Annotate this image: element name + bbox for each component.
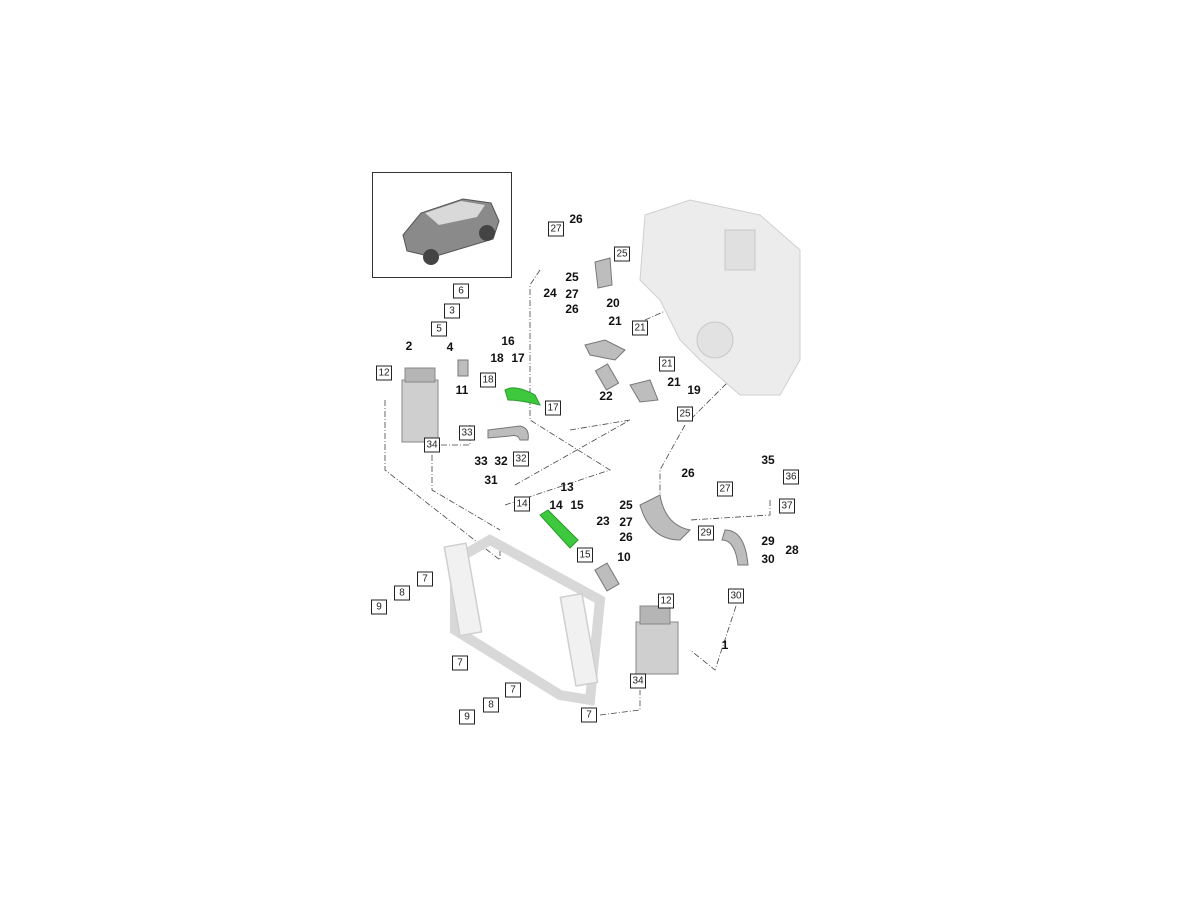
hoses: [457, 257, 749, 592]
callout-3[interactable]: 3: [444, 303, 460, 319]
callout-32[interactable]: 32: [513, 451, 529, 467]
callout-18[interactable]: 18: [480, 372, 496, 388]
highlighted-hoses: [504, 387, 579, 549]
callout-7[interactable]: 7: [452, 655, 468, 671]
label-28: 28: [785, 543, 799, 557]
label-29: 29: [761, 534, 775, 548]
label-21: 21: [608, 314, 622, 328]
car-icon: [402, 198, 500, 265]
callout-29[interactable]: 29: [698, 525, 714, 541]
hose-part-13: [539, 509, 579, 549]
label-11: 11: [455, 383, 469, 397]
callout-17[interactable]: 17: [545, 400, 561, 416]
label-4: 4: [446, 340, 454, 354]
callout-9[interactable]: 9: [459, 709, 475, 725]
label-35: 35: [761, 453, 775, 467]
callout-34[interactable]: 34: [630, 673, 646, 689]
callout-12[interactable]: 12: [658, 593, 674, 609]
label-26: 26: [569, 212, 583, 226]
engine-block: [639, 199, 801, 396]
callout-27[interactable]: 27: [548, 221, 564, 237]
label-20: 20: [606, 296, 620, 310]
label-27: 27: [619, 515, 633, 529]
label-10: 10: [617, 550, 631, 564]
callout-25[interactable]: 25: [614, 246, 630, 262]
label-17: 17: [511, 351, 525, 365]
callout-27[interactable]: 27: [717, 481, 733, 497]
callout-34[interactable]: 34: [424, 437, 440, 453]
vehicle-thumbnail: [372, 172, 512, 278]
callout-36[interactable]: 36: [783, 469, 799, 485]
callout-7[interactable]: 7: [505, 682, 521, 698]
callout-12[interactable]: 12: [376, 365, 392, 381]
callout-25[interactable]: 25: [677, 406, 693, 422]
label-22: 22: [599, 389, 613, 403]
label-18: 18: [490, 351, 504, 365]
callout-5[interactable]: 5: [431, 321, 447, 337]
label-33: 33: [474, 454, 488, 468]
callout-33[interactable]: 33: [459, 425, 475, 441]
intercooler-right: [635, 605, 679, 675]
label-32: 32: [494, 454, 508, 468]
callout-30[interactable]: 30: [728, 588, 744, 604]
hose-part-16: [504, 387, 541, 406]
label-14: 14: [549, 498, 563, 512]
callout-21[interactable]: 21: [632, 320, 648, 336]
callout-14[interactable]: 14: [514, 496, 530, 512]
label-24: 24: [543, 286, 557, 300]
label-30: 30: [761, 552, 775, 566]
callout-8[interactable]: 8: [483, 697, 499, 713]
label-23: 23: [596, 514, 610, 528]
callout-7[interactable]: 7: [417, 571, 433, 587]
callout-9[interactable]: 9: [371, 599, 387, 615]
callout-6[interactable]: 6: [453, 283, 469, 299]
callout-15[interactable]: 15: [577, 547, 593, 563]
label-26: 26: [619, 530, 633, 544]
label-26: 26: [565, 302, 579, 316]
label-1: 1: [721, 638, 729, 652]
callout-37[interactable]: 37: [779, 498, 795, 514]
callout-8[interactable]: 8: [394, 585, 410, 601]
label-26: 26: [681, 466, 695, 480]
intercooler-left: [401, 367, 439, 443]
callout-7[interactable]: 7: [581, 707, 597, 723]
label-2: 2: [405, 339, 413, 353]
label-16: 16: [501, 334, 515, 348]
label-31: 31: [484, 473, 498, 487]
label-27: 27: [565, 287, 579, 301]
label-19: 19: [687, 383, 701, 397]
callout-21[interactable]: 21: [659, 356, 675, 372]
label-25: 25: [619, 498, 633, 512]
label-13: 13: [560, 480, 574, 494]
label-21: 21: [667, 375, 681, 389]
label-25: 25: [565, 270, 579, 284]
label-15: 15: [570, 498, 584, 512]
radiator-support-frame: [443, 534, 606, 706]
